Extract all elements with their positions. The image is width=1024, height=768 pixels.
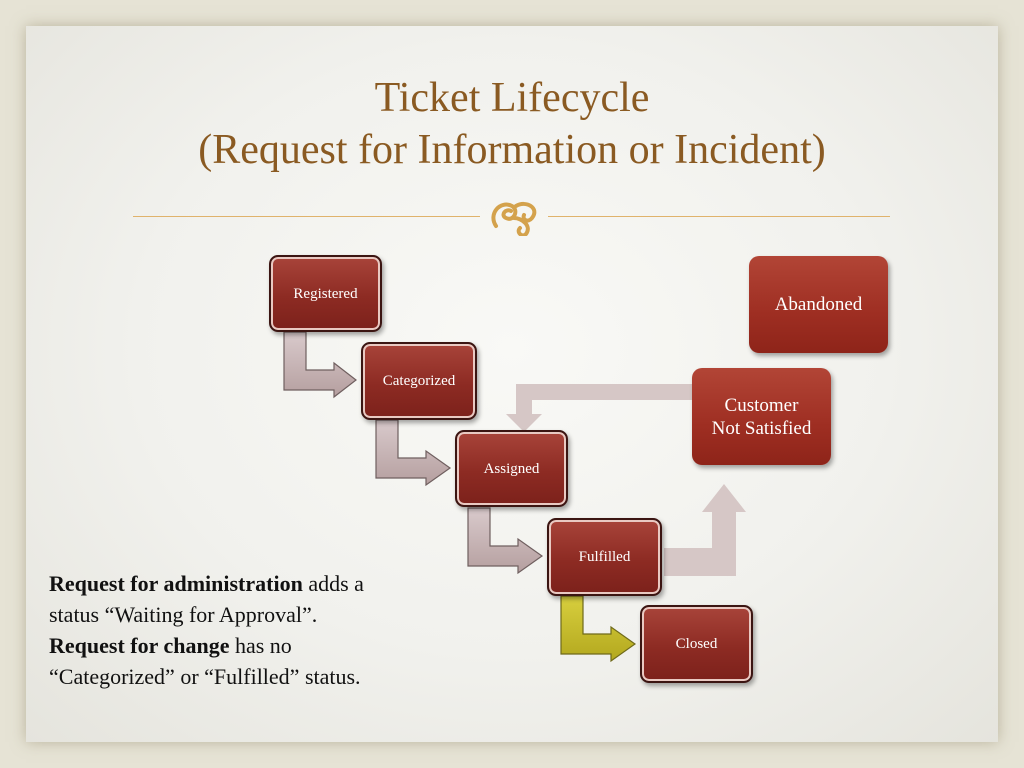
slide-background bbox=[26, 26, 998, 742]
note-admin-heading: Request for administration bbox=[49, 571, 303, 596]
arrow-registered-to-categorized bbox=[283, 331, 357, 399]
state-categorized-label: Categorized bbox=[382, 373, 456, 389]
state-closed-label: Closed bbox=[675, 636, 718, 652]
arrow-fulfilled-to-customer-not-satisfied bbox=[664, 484, 746, 576]
state-fulfilled: Fulfilled bbox=[547, 518, 662, 596]
title-line-2: (Request for Information or Incident) bbox=[198, 127, 826, 173]
state-customer-not-satisfied: Customer Not Satisfied bbox=[692, 368, 831, 465]
state-abandoned: Abandoned bbox=[749, 256, 888, 353]
state-closed: Closed bbox=[640, 605, 753, 683]
title-line-1: Ticket Lifecycle bbox=[374, 75, 650, 121]
state-registered-label: Registered bbox=[293, 285, 358, 302]
slide-title: Ticket Lifecycle (Request for Informatio… bbox=[0, 72, 1024, 176]
state-categorized: Categorized bbox=[361, 342, 477, 420]
state-assigned: Assigned bbox=[455, 430, 568, 507]
state-customer-not-satisfied-label: Customer Not Satisfied bbox=[711, 394, 812, 439]
note-admin-text: adds a status “Waiting for Approval”. bbox=[49, 571, 364, 627]
arrow-categorized-to-assigned bbox=[375, 419, 452, 487]
title-rule-right bbox=[548, 216, 890, 217]
note-change-heading: Request for change bbox=[49, 633, 230, 658]
state-assigned-label: Assigned bbox=[483, 460, 540, 477]
state-fulfilled-label: Fulfilled bbox=[578, 549, 631, 565]
note-change-text: has no “Categorized” or “Fulfilled” stat… bbox=[49, 633, 361, 689]
arrow-assigned-to-fulfilled bbox=[467, 507, 544, 575]
process-note: Request for administration adds a status… bbox=[49, 568, 389, 692]
arrow-fulfilled-to-closed bbox=[560, 595, 637, 663]
flourish-icon bbox=[491, 201, 537, 236]
title-rule-left bbox=[133, 216, 480, 217]
state-registered: Registered bbox=[269, 255, 382, 332]
state-abandoned-label: Abandoned bbox=[774, 294, 863, 315]
arrow-customer-not-satisfied-to-assigned bbox=[506, 384, 694, 432]
